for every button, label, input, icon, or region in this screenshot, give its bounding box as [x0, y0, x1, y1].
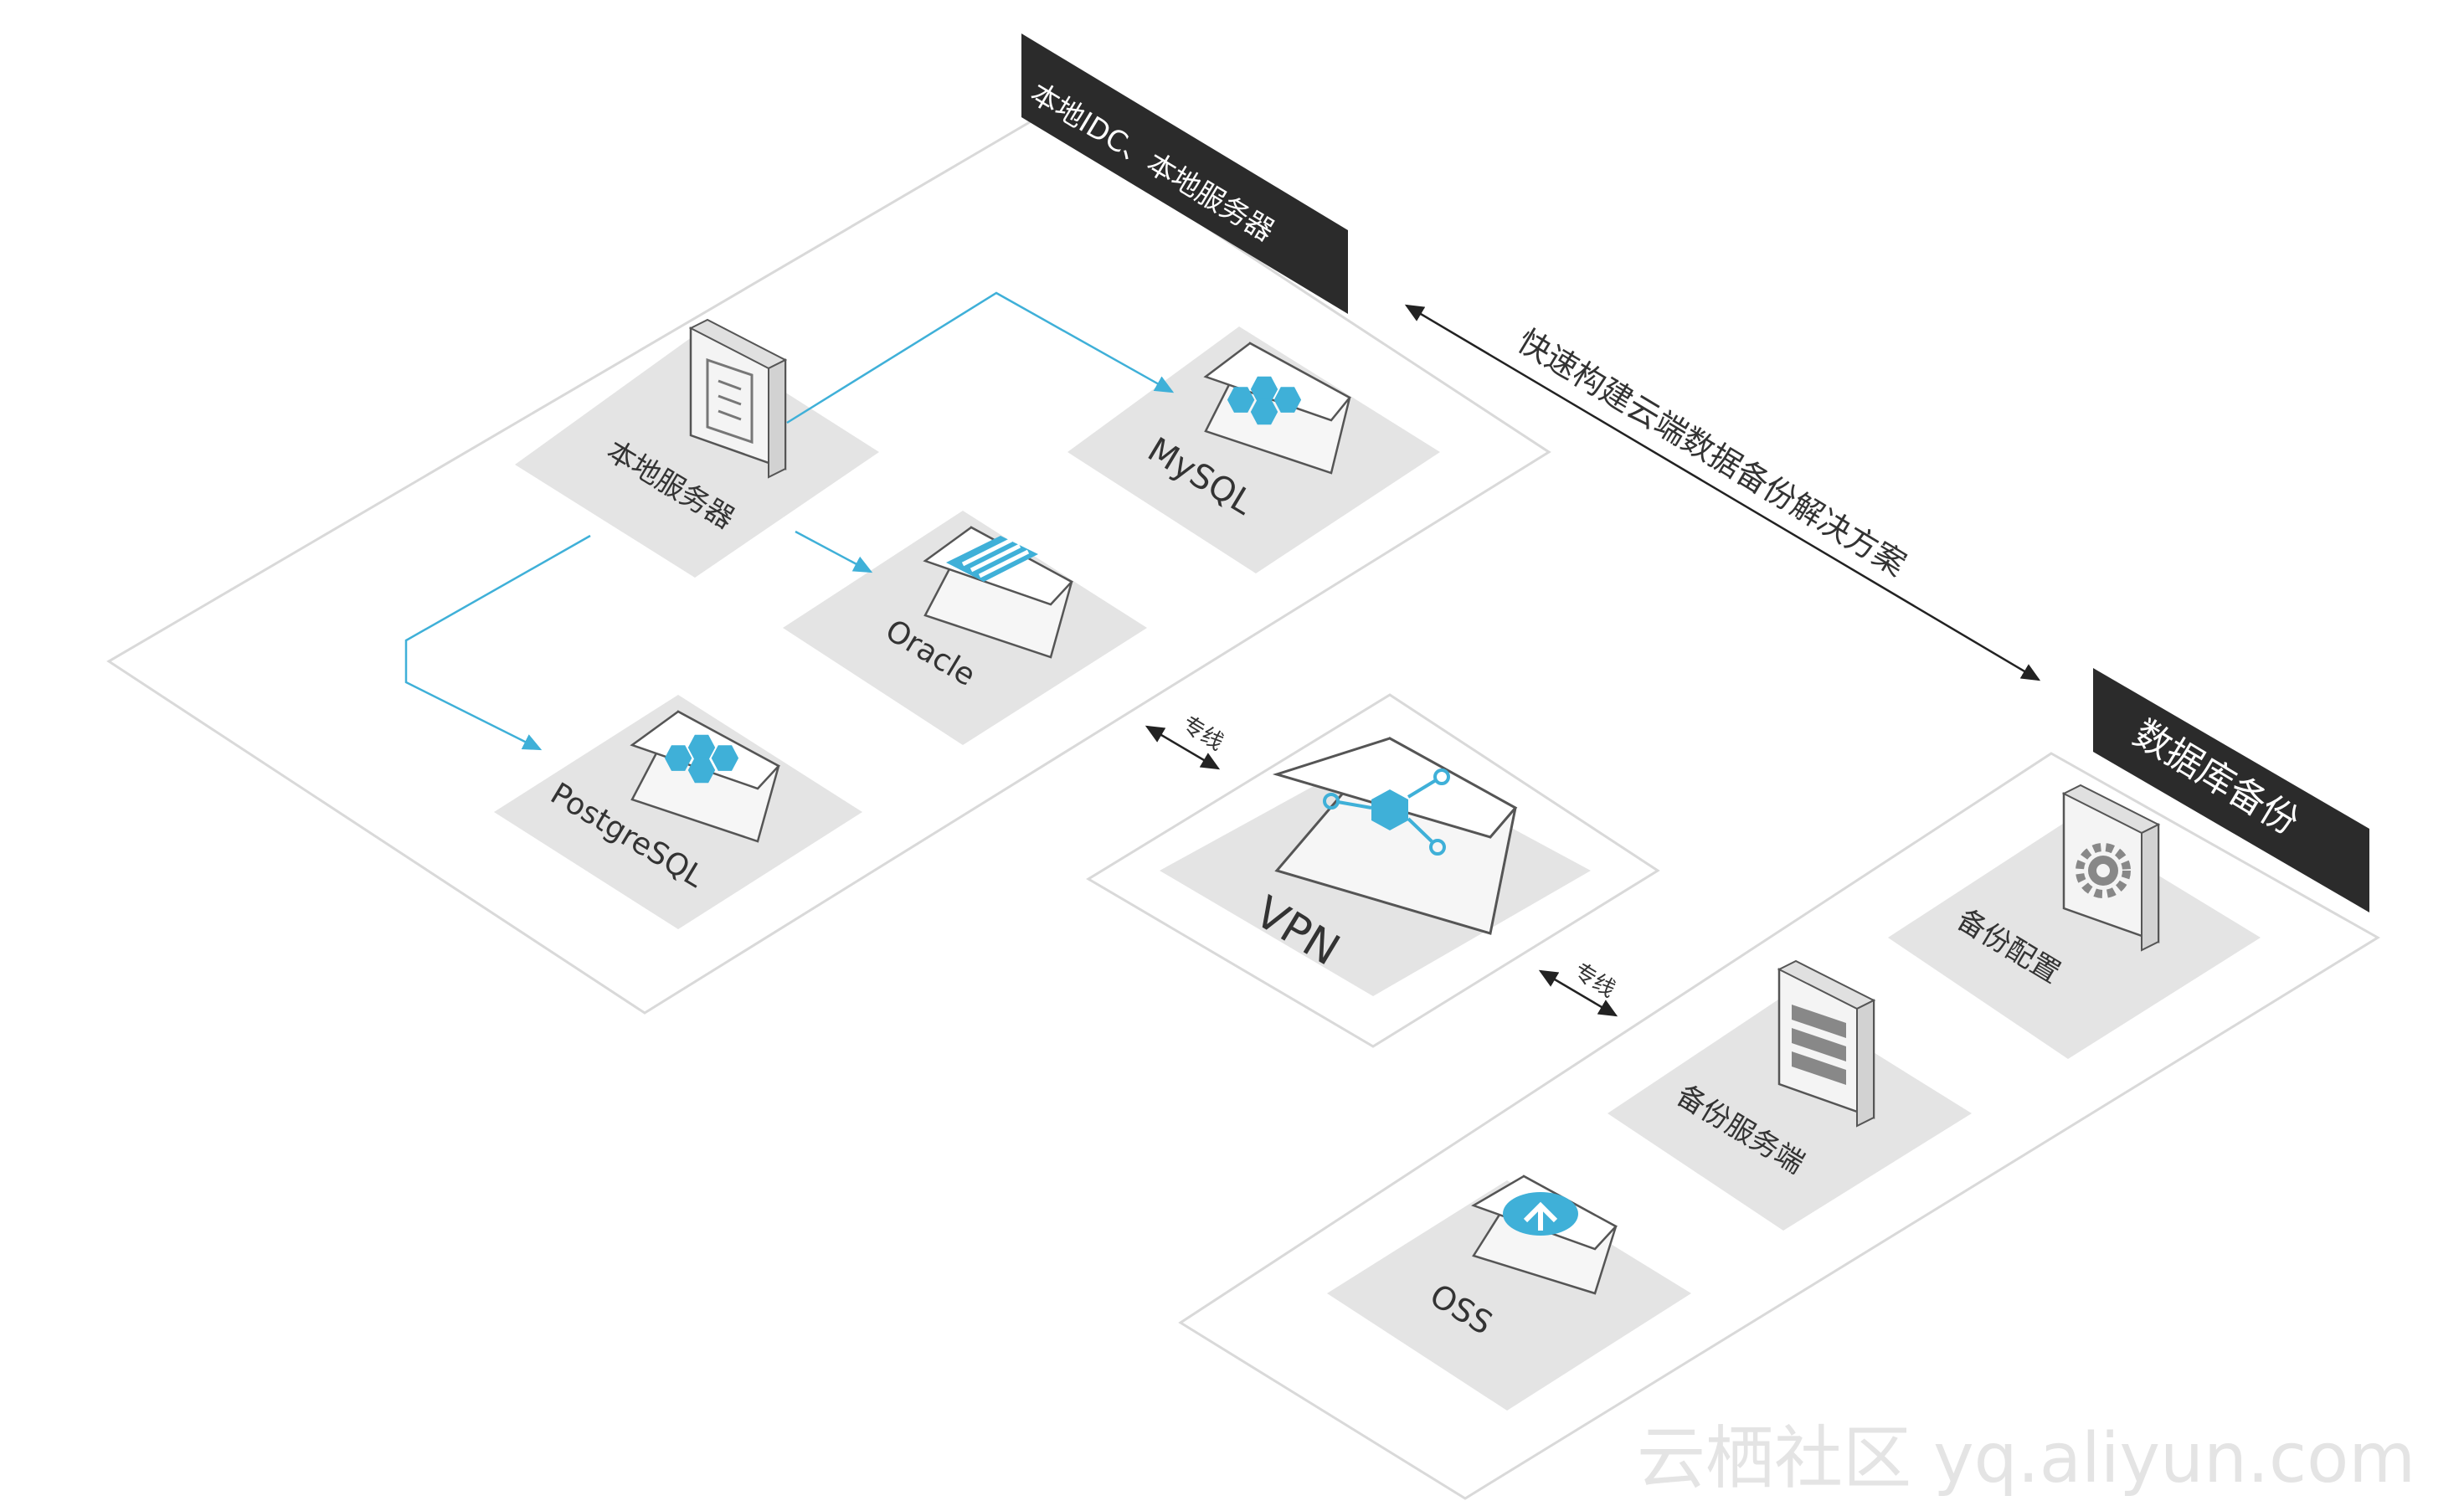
server-panel-icon: [706, 357, 754, 445]
gear-icon: [2076, 843, 2131, 898]
server-rack-icon: [1792, 1005, 1846, 1085]
connector-server-to-mysql: [786, 291, 1175, 424]
oss-upload-icon: [1503, 1192, 1578, 1236]
vpn-network-icon: [1323, 768, 1450, 856]
oss-device: [1471, 1174, 1618, 1295]
solution-label: 快速构建云端数据备份解决方案: [1511, 322, 1912, 583]
oracle-device: [923, 526, 1074, 659]
zone-local-tag: [1021, 33, 1348, 314]
dedicated-line-arrow-1: [1145, 725, 1221, 770]
vpn-device: [1272, 737, 1518, 935]
dedicated-line-label-2: 专线: [1569, 959, 1619, 1003]
watermark: 云栖社区 yq.aliyun.com: [1637, 1419, 2415, 1498]
oracle-icon: [946, 536, 1038, 582]
local-server-device: [688, 318, 788, 479]
postgresql-device: [630, 710, 781, 843]
solution-arrow: [1404, 304, 2041, 681]
mysql-device: [1203, 342, 1351, 475]
dedicated-line-arrow-2: [1538, 969, 1618, 1017]
pad-backup-server: [1608, 996, 1972, 1231]
zone-backup-tag: [2093, 668, 2369, 912]
backup-server-device: [1777, 959, 1876, 1128]
backup-config-device: [2061, 784, 2161, 952]
pad-backup-config: [1888, 820, 2261, 1059]
pad-local-server: [515, 335, 879, 578]
zone-local-outline: [106, 116, 1551, 1015]
connector-server-to-oracle: [795, 530, 873, 573]
connector-server-to-postgresql: [404, 534, 591, 751]
